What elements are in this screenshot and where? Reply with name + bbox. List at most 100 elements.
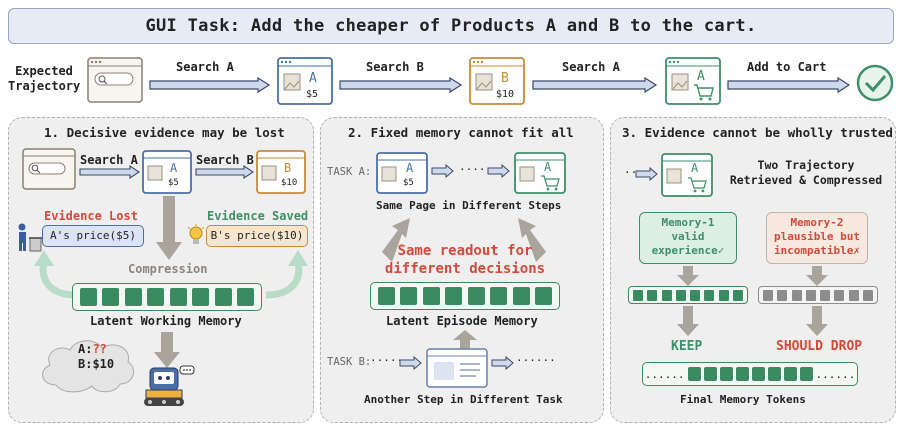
step-label: Add to Cart <box>747 60 827 74</box>
screen-cart-letter: A <box>544 160 552 174</box>
same-page-label: Same Page in Different Steps <box>376 199 562 212</box>
screen-a-icon <box>142 150 192 194</box>
compression-arrow <box>156 196 182 260</box>
panel-3-title: 3. Evidence cannot be wholly trusted <box>622 125 893 140</box>
curved-arrow-right <box>265 250 308 299</box>
memory-cell <box>791 289 802 301</box>
memory-cell <box>535 287 553 305</box>
memory-cell <box>169 288 187 306</box>
b-price-box: B's price($10) <box>206 225 308 247</box>
down-arrow <box>154 332 180 368</box>
screen-b-icon <box>256 150 306 194</box>
arrow-search-a <box>149 76 271 94</box>
memory-cell <box>675 289 686 301</box>
thought-b: B:$10 <box>78 357 115 371</box>
memory-cell <box>732 289 743 301</box>
arrow-right <box>491 355 514 371</box>
memory-cell <box>79 288 97 306</box>
memory-cell <box>192 288 210 306</box>
a-price-box: A's price($5) <box>42 225 144 247</box>
memory-cell <box>633 289 644 301</box>
memory-cell <box>862 289 873 301</box>
latent-working-memory <box>72 283 262 311</box>
screen-cart-icon <box>514 152 566 194</box>
screen-b-icon <box>469 57 525 105</box>
arrow-right <box>79 164 140 180</box>
screen-a-letter: A <box>309 71 317 86</box>
memory-cell <box>767 367 781 381</box>
memory-cell <box>237 288 255 306</box>
memory-cell <box>647 289 658 301</box>
evidence-saved-label: Evidence Saved <box>207 209 309 223</box>
memory-cell <box>690 289 701 301</box>
screen-cart-icon <box>661 153 713 197</box>
arrow-right <box>431 163 454 179</box>
memory-cell <box>124 288 142 306</box>
screen-b-letter: B <box>284 161 292 175</box>
memory-cell <box>777 289 788 301</box>
memory-cell <box>703 367 717 381</box>
screen-a-letter: A <box>406 161 414 175</box>
memory-2-tokens <box>758 286 878 304</box>
screen-cart-icon <box>665 57 721 105</box>
latent-episode-memory <box>370 282 560 310</box>
memory-cell <box>848 289 859 301</box>
check-icon: ✓ <box>717 244 725 257</box>
memory-cell <box>467 287 485 305</box>
curved-arrow-left <box>34 250 77 299</box>
diagonal-arrow-left <box>382 218 410 262</box>
search-screen <box>22 148 76 190</box>
memory-cell <box>704 289 715 301</box>
step-label: Search A <box>562 60 620 74</box>
retrieved-label: Two Trajectory Retrieved & Compressed <box>729 158 883 187</box>
other-task-screen <box>426 348 488 388</box>
memory-2-box: Memory-2 plausible but incompatible✗ <box>766 212 868 264</box>
task-b-label: TASK B: <box>327 356 372 368</box>
same-readout-label: Same readout for different decisions <box>384 243 546 277</box>
screen-a-letter: A <box>170 161 178 175</box>
latent-working-memory-label: Latent Working Memory <box>90 314 242 328</box>
up-arrow <box>453 330 477 350</box>
memory-cell <box>687 367 701 381</box>
task-a-label: TASK A: <box>327 166 372 178</box>
ellipsis: ...... <box>815 367 856 381</box>
expected-trajectory-label: Expected Trajectory <box>8 64 81 93</box>
memory-cell <box>751 367 765 381</box>
memory-cell <box>422 287 440 305</box>
diagonal-arrow-right <box>518 218 546 262</box>
memory-cell <box>820 289 831 301</box>
ellipsis: ······ <box>516 354 556 367</box>
panel-1-title: 1. Decisive evidence may be lost <box>44 125 285 140</box>
thought-a: A:?? <box>78 342 107 356</box>
down-arrow <box>677 266 699 286</box>
arrow-add-to-cart <box>727 76 851 94</box>
another-step-label: Another Step in Different Task <box>364 393 563 406</box>
latent-episode-memory-label: Latent Episode Memory <box>386 314 538 328</box>
search-b-label: Search B <box>196 153 254 167</box>
screen-cart-letter: A <box>697 69 705 84</box>
ellipsis: ·· <box>624 166 638 179</box>
memory-cell <box>783 367 797 381</box>
memory-1-tokens <box>628 286 748 304</box>
should-drop-label: SHOULD DROP <box>776 339 863 354</box>
screen-cart-letter: A <box>691 161 699 175</box>
panel-2-title: 2. Fixed memory cannot fit all <box>348 125 574 140</box>
memory-cell <box>799 367 813 381</box>
step-label: Search A <box>176 60 234 74</box>
ellipsis: ...... <box>644 367 685 381</box>
down-arrow <box>677 306 699 336</box>
arrow-search-a-2 <box>532 76 658 94</box>
search-screen <box>87 57 143 103</box>
screen-a-price: $5 <box>168 178 179 188</box>
arrow-right <box>399 355 422 371</box>
memory-cell <box>834 289 845 301</box>
final-memory-label: Final Memory Tokens <box>680 393 806 406</box>
step-label: Search B <box>366 60 424 74</box>
memory-cell <box>735 367 749 381</box>
evidence-lost-label: Evidence Lost <box>44 209 138 223</box>
screen-b-letter: B <box>501 71 509 86</box>
memory-cell <box>718 289 729 301</box>
final-memory-tokens: ...... ...... <box>642 362 858 386</box>
memory-cell <box>763 289 774 301</box>
task-title: GUI Task: Add the cheaper of Products A … <box>8 8 894 44</box>
